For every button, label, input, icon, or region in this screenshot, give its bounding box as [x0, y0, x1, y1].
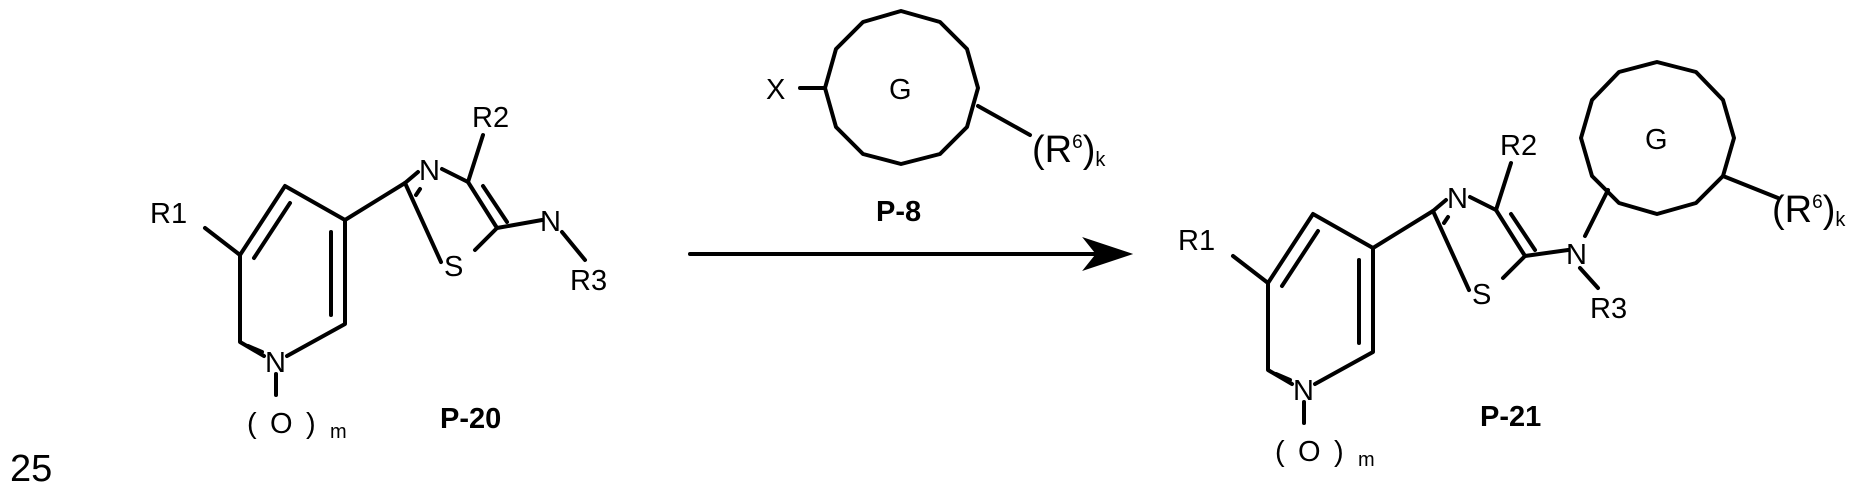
n-r3-bond	[1580, 268, 1598, 288]
r3-label: R3	[1590, 293, 1627, 325]
r1-label: R1	[1178, 225, 1215, 257]
x-label: X	[766, 74, 785, 106]
compound-label-p20: P-20	[440, 403, 501, 435]
pyridine-ring	[1268, 214, 1373, 384]
thiazole-s-label: S	[444, 251, 463, 283]
page-number: 25	[10, 448, 52, 490]
oxide-open-paren: (	[1275, 436, 1285, 468]
compound-label-p21: P-21	[1480, 401, 1541, 433]
pyridine-ring	[240, 186, 345, 356]
reagent-p8: X G (R6)k P-8	[766, 11, 1106, 228]
thiazole-n-label: N	[419, 155, 440, 187]
oxide-close-paren: )	[1334, 436, 1344, 468]
r6-bond-product	[1723, 176, 1778, 198]
r1-label: R1	[150, 198, 187, 230]
oxide-m-subscript: m	[330, 421, 347, 443]
r2-label: R2	[472, 102, 509, 134]
amine-bond	[1525, 250, 1568, 256]
reaction-arrow	[690, 239, 1130, 269]
r2-bond	[1496, 163, 1511, 210]
pyridine-n-label: N	[265, 347, 286, 379]
g-label-reagent: G	[889, 74, 912, 106]
biaryl-bond	[1373, 211, 1433, 248]
amine-n-label: N	[1566, 239, 1587, 271]
r3-label: R3	[570, 265, 607, 297]
r1-bond	[205, 228, 240, 255]
starting-material-p20: R1 R2 N S N R3 N ( O ) m P-20	[150, 102, 607, 443]
product-p21: R1 R2 N S N R3 G (R6)k N ( O ) m P-21	[1178, 62, 1846, 471]
r2-label: R2	[1500, 130, 1537, 162]
oxide-m-subscript: m	[1358, 449, 1375, 471]
oxide-close-paren: )	[306, 408, 316, 440]
r6-label-reagent: (R6)k	[1032, 129, 1106, 171]
r6-label-product: (R6)k	[1772, 189, 1846, 231]
thiazole-s-label: S	[1472, 279, 1491, 311]
compound-label-p8: P-8	[876, 196, 921, 228]
oxide-o-label: O	[270, 408, 293, 440]
oxide-open-paren: (	[247, 408, 257, 440]
n-g-bond	[1585, 190, 1608, 236]
amine-n-label: N	[540, 206, 561, 238]
g-label-product: G	[1645, 124, 1668, 156]
biaryl-bond	[345, 183, 405, 220]
pyridine-n-label: N	[1293, 375, 1314, 407]
thiazole-n-label: N	[1447, 183, 1468, 215]
r1-bond	[1233, 256, 1268, 283]
r2-bond	[468, 135, 483, 182]
r6-bond-reagent	[978, 106, 1030, 135]
oxide-o-label: O	[1298, 436, 1321, 468]
